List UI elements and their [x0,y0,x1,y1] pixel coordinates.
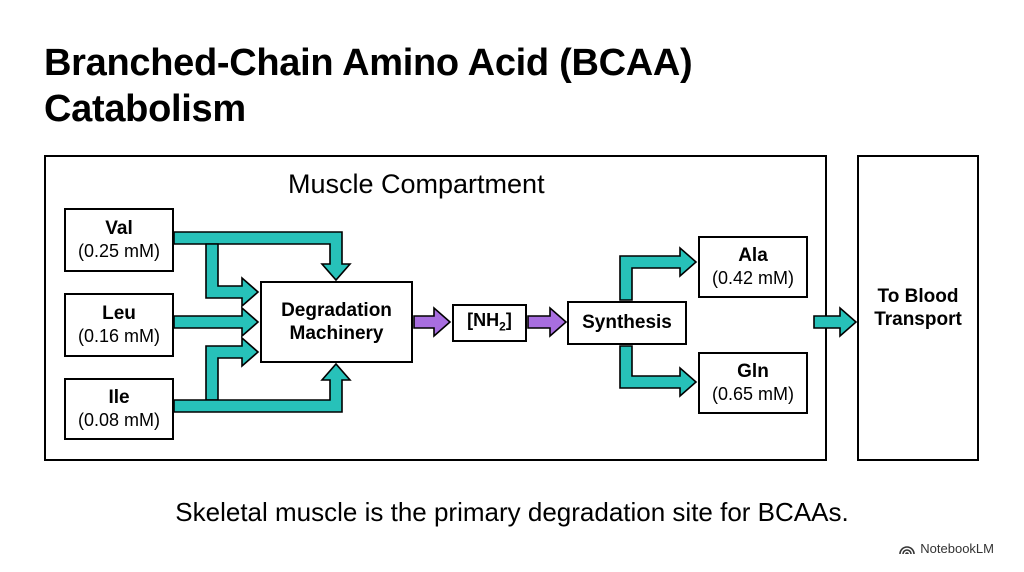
arrow-val-left [205,243,260,308]
title-line-2: Catabolism [44,88,246,130]
title-line-1: Branched-Chain Amino Acid (BCAA) [44,42,693,84]
output-box-ala: Ala (0.42 mM) [698,236,808,298]
arrow-degradation-nh2 [413,306,452,338]
nh2-prefix: [NH [467,309,500,330]
arrow-leu [173,306,260,338]
arrow-to-blood [813,306,858,338]
degradation-line-1: Degradation [281,300,392,321]
arrow-nh2-synthesis [527,306,568,338]
input-name: Leu [102,303,136,324]
output-box-gln: Gln (0.65 mM) [698,352,808,414]
input-box-ile: Ile (0.08 mM) [64,378,174,440]
synthesis-label: Synthesis [582,312,672,333]
output-name: Ala [738,245,768,266]
arrow-ile-bottom [173,362,352,413]
arrow-val-top [173,231,352,282]
output-concentration: (0.65 mM) [711,384,794,404]
synthesis-box: Synthesis [567,301,687,345]
input-box-leu: Leu (0.16 mM) [64,293,174,357]
caption: Skeletal muscle is the primary degradati… [175,497,849,527]
degradation-machinery-box: Degradation Machinery [260,281,413,363]
arrow-synthesis-gln [619,345,698,398]
output-name: Gln [737,361,769,382]
nh2-box: [NH2] [452,304,527,342]
muscle-compartment [44,155,827,461]
degradation-line-2: Machinery [289,323,384,344]
arrow-ile-left [205,336,260,401]
brand-watermark: NotebookLM [899,541,994,556]
blood-transport-box: To Blood Transport [857,155,979,461]
input-concentration: (0.25 mM) [77,241,160,261]
brand-label: NotebookLM [920,541,994,556]
input-name: Val [105,218,133,239]
input-name: Ile [108,387,130,408]
arrow-synthesis-ala [619,246,698,301]
input-concentration: (0.16 mM) [77,326,160,346]
input-box-val: Val (0.25 mM) [64,208,174,272]
compartment-label: Muscle Compartment [288,169,545,199]
page-title: Branched-Chain Amino Acid (BCAA) Catabol… [44,40,693,132]
nh2-subscript: 2 [499,319,506,334]
input-concentration: (0.08 mM) [77,410,160,430]
nh2-suffix: ] [505,309,512,330]
output-concentration: (0.42 mM) [711,268,794,288]
blood-line-1: To Blood [877,286,959,307]
blood-line-2: Transport [874,309,962,330]
nh2-label: [NH2] [467,309,512,338]
notebooklm-logo-icon [899,545,916,554]
